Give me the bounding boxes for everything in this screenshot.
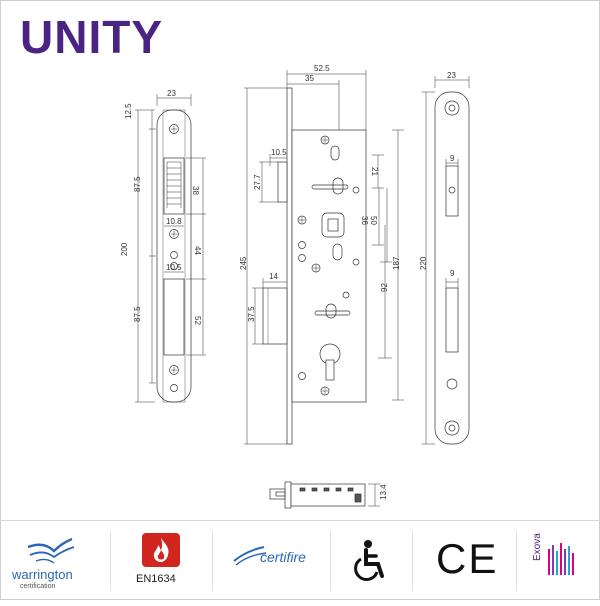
- exova-logo: Exova: [518, 521, 598, 601]
- fire-standard-label: EN1634: [136, 573, 176, 585]
- flame-icon: [153, 538, 169, 562]
- dim-latch-height: 38: [191, 186, 200, 195]
- dim-bolt-width: 10.5: [166, 263, 182, 272]
- warrington-sub: certification: [20, 583, 56, 590]
- warrington-swoosh-icon: [27, 537, 75, 564]
- lock-case: [262, 87, 367, 445]
- dim-latch-depth: 27.7: [253, 174, 262, 190]
- dim-latch-width: 10.8: [166, 217, 182, 226]
- dim-strike-bolt-width: 9: [450, 269, 455, 278]
- exova-name: Exova: [532, 533, 543, 561]
- dim-latch-projection: 10.5: [271, 148, 287, 157]
- dim-upper-span: 87.5: [133, 176, 142, 192]
- dim-strike-latch-width: 9: [450, 154, 455, 163]
- dim-bottom-thickness: 13.4: [379, 484, 388, 500]
- ce-mark: CE: [414, 521, 514, 601]
- dim-faceplate-width: 23: [167, 89, 176, 98]
- fire-rating-badge: EN1634: [112, 521, 210, 601]
- certifire-name: certifire: [260, 549, 306, 565]
- fire-box: [142, 533, 180, 567]
- strike-plate: [434, 91, 470, 445]
- dim-bolt-height: 52: [193, 316, 202, 325]
- dim-backset: 35: [305, 74, 314, 83]
- dim-strike-height: 220: [419, 256, 428, 270]
- warrington-logo: warrington certification: [0, 521, 108, 601]
- wheelchair-icon: [354, 540, 384, 581]
- exova-bars-icon: [548, 543, 574, 575]
- dim-deadbolt-height: 37.5: [247, 306, 256, 322]
- brand-logo: UNITY: [20, 11, 163, 63]
- dim-top-margin: 12.5: [124, 103, 133, 119]
- lock-technical-drawing: 23 12.5 87.5 200 87.5 38 10.8 44 10.5 52…: [120, 64, 470, 509]
- dim-overall-center: 200: [120, 242, 129, 256]
- dim-case-height: 245: [239, 256, 248, 270]
- dim-strike-width: 23: [447, 71, 456, 80]
- accessibility-badge: [332, 521, 410, 601]
- forend-faceplate: [156, 109, 192, 403]
- lock-plan-view: [269, 481, 380, 509]
- dim-center-spacing: 44: [193, 246, 202, 255]
- dim-case-width: 52.5: [314, 64, 330, 73]
- dim-deadbolt-projection: 14: [269, 272, 278, 281]
- certifire-logo: certifire: [214, 521, 328, 601]
- divider: [516, 531, 517, 591]
- dim-21: 21: [370, 167, 379, 176]
- ce-mark-text: CE: [436, 535, 499, 582]
- certification-footer: warrington certification EN1634 certifir…: [0, 520, 600, 601]
- divider: [412, 531, 413, 591]
- warrington-name: warrington: [12, 567, 73, 582]
- dim-92: 92: [380, 283, 389, 292]
- divider: [110, 531, 111, 591]
- dim-50: 50: [369, 216, 378, 225]
- dim-lower-span: 87.5: [133, 306, 142, 322]
- dim-187: 187: [392, 256, 401, 270]
- divider: [212, 531, 213, 591]
- dim-36: 36: [360, 216, 369, 225]
- divider: [330, 531, 331, 591]
- certifire-swoosh-icon: [233, 546, 267, 566]
